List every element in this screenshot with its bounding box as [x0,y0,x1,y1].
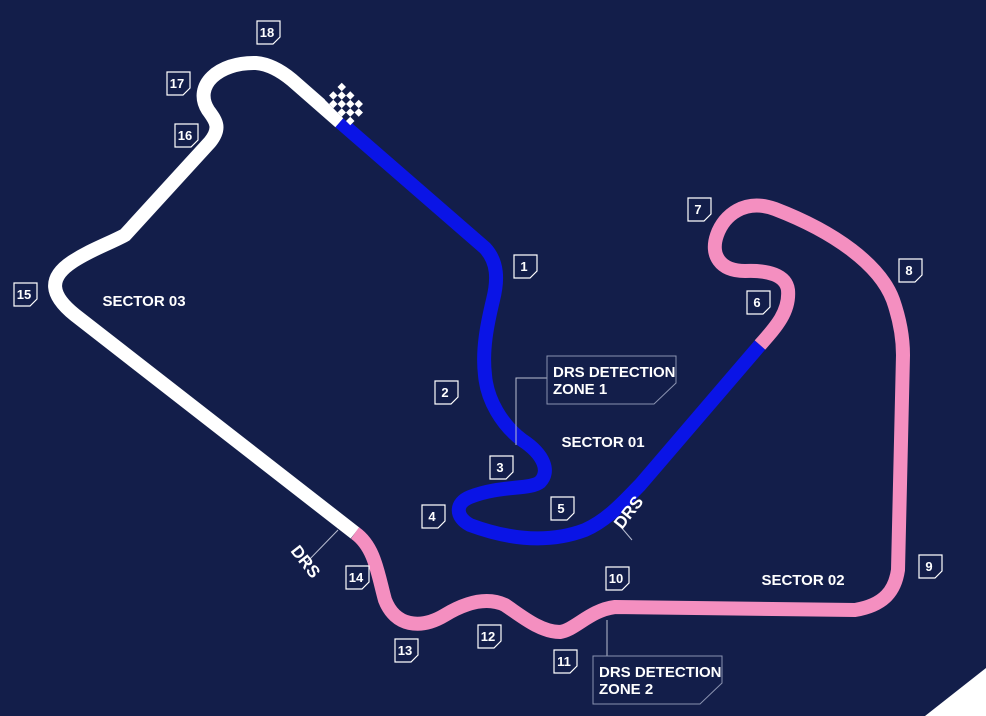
svg-text:ZONE 2: ZONE 2 [599,681,653,698]
svg-text:7: 7 [694,202,701,217]
svg-text:17: 17 [170,76,184,91]
sector-label: SECTOR 02 [761,572,844,589]
turn-marker: 2 [434,380,459,405]
svg-text:9: 9 [925,559,932,574]
turn-marker: 6 [746,290,771,315]
svg-text:10: 10 [609,571,623,586]
svg-text:11: 11 [557,654,571,669]
svg-text:1: 1 [520,259,527,274]
svg-text:15: 15 [17,287,31,302]
svg-text:4: 4 [428,509,436,524]
turn-marker: 7 [687,197,712,222]
turn-marker: 16 [174,123,199,148]
turn-marker: 13 [394,638,419,663]
svg-text:14: 14 [349,570,364,585]
turn-marker: 8 [898,258,923,283]
svg-text:2: 2 [441,385,448,400]
turn-marker: 11 [553,649,578,674]
svg-text:3: 3 [496,460,503,475]
corner-decoration [925,668,986,716]
turn-marker: 12 [477,624,502,649]
turn-marker: 14 [345,565,370,590]
svg-text:6: 6 [753,295,760,310]
svg-text:13: 13 [398,643,412,658]
svg-text:8: 8 [905,263,912,278]
turn-marker: 5 [550,496,575,521]
track-sector-1 [335,116,766,546]
turn-marker: 18 [256,20,281,45]
svg-text:12: 12 [481,629,495,644]
turn-marker: 4 [421,504,446,529]
svg-text:DRS DETECTION: DRS DETECTION [599,664,722,681]
svg-text:5: 5 [557,501,564,516]
svg-text:16: 16 [178,128,192,143]
turn-markers: 1 2 3 4 5 6 7 8 [13,20,943,674]
turn-marker: 10 [605,566,630,591]
svg-text:ZONE 1: ZONE 1 [553,381,607,398]
drs-detection-zone-1: DRS DETECTION ZONE 1 [546,355,677,405]
track-sector-3 [48,55,360,539]
turn-marker: 15 [13,282,38,307]
turn-marker: 9 [918,554,943,579]
turn-marker: 3 [489,455,514,480]
sector-label: SECTOR 03 [102,293,185,310]
sector-label: SECTOR 01 [561,434,644,451]
drs-detection-zone-2: DRS DETECTION ZONE 2 [592,655,723,705]
turn-marker: 1 [513,254,538,279]
turn-marker: 17 [166,71,191,96]
track-sector-2 [350,198,910,639]
svg-text:DRS DETECTION: DRS DETECTION [553,364,676,381]
svg-text:18: 18 [260,25,274,40]
